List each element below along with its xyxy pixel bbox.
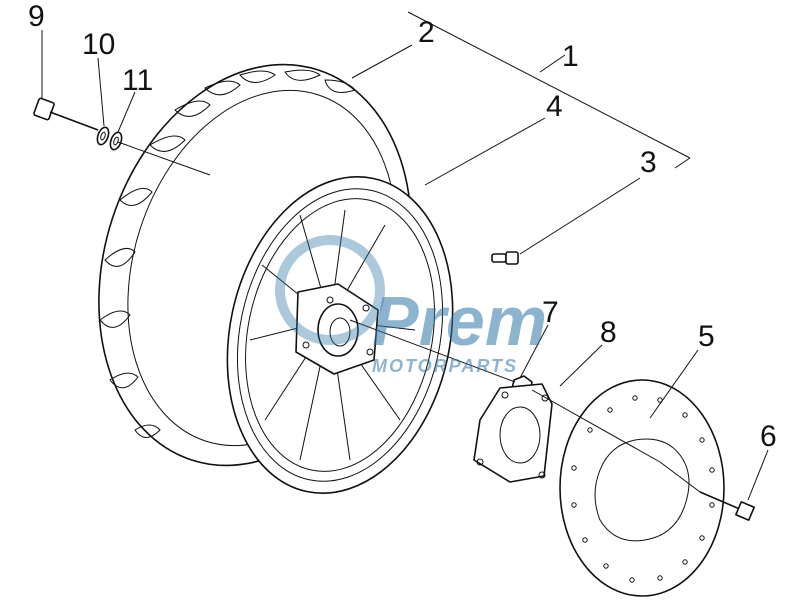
disc-adapter	[473, 383, 553, 483]
callout-9: 9	[28, 0, 45, 33]
watermark: Prem MOTORPARTS	[275, 235, 547, 376]
washer-10	[96, 126, 110, 146]
callout-11: 11	[122, 64, 153, 97]
callout-4: 4	[546, 90, 563, 123]
callout-5: 5	[698, 320, 715, 353]
tyre-valve	[491, 251, 519, 265]
watermark-brand: Prem	[372, 282, 547, 360]
assembly-lines	[117, 141, 701, 493]
callout-1: 1	[562, 40, 579, 73]
disc-holes	[571, 395, 715, 583]
wheel-hub	[295, 283, 379, 375]
brake-disc	[559, 379, 725, 597]
axle-bolt	[33, 97, 99, 131]
callout-8: 8	[600, 316, 617, 349]
callout-7: 7	[542, 296, 559, 329]
leader-lines	[41, 11, 769, 501]
washer-11	[109, 131, 123, 151]
disc-bolt	[699, 491, 755, 521]
callout-3: 3	[640, 146, 657, 179]
callout-6: 6	[760, 420, 777, 453]
watermark-subtitle: MOTORPARTS	[372, 356, 518, 376]
callout-10: 10	[82, 28, 115, 61]
callout-2: 2	[418, 16, 435, 49]
callouts: 9 10 11 2 1 4 3 7 8 5 6	[28, 0, 777, 453]
